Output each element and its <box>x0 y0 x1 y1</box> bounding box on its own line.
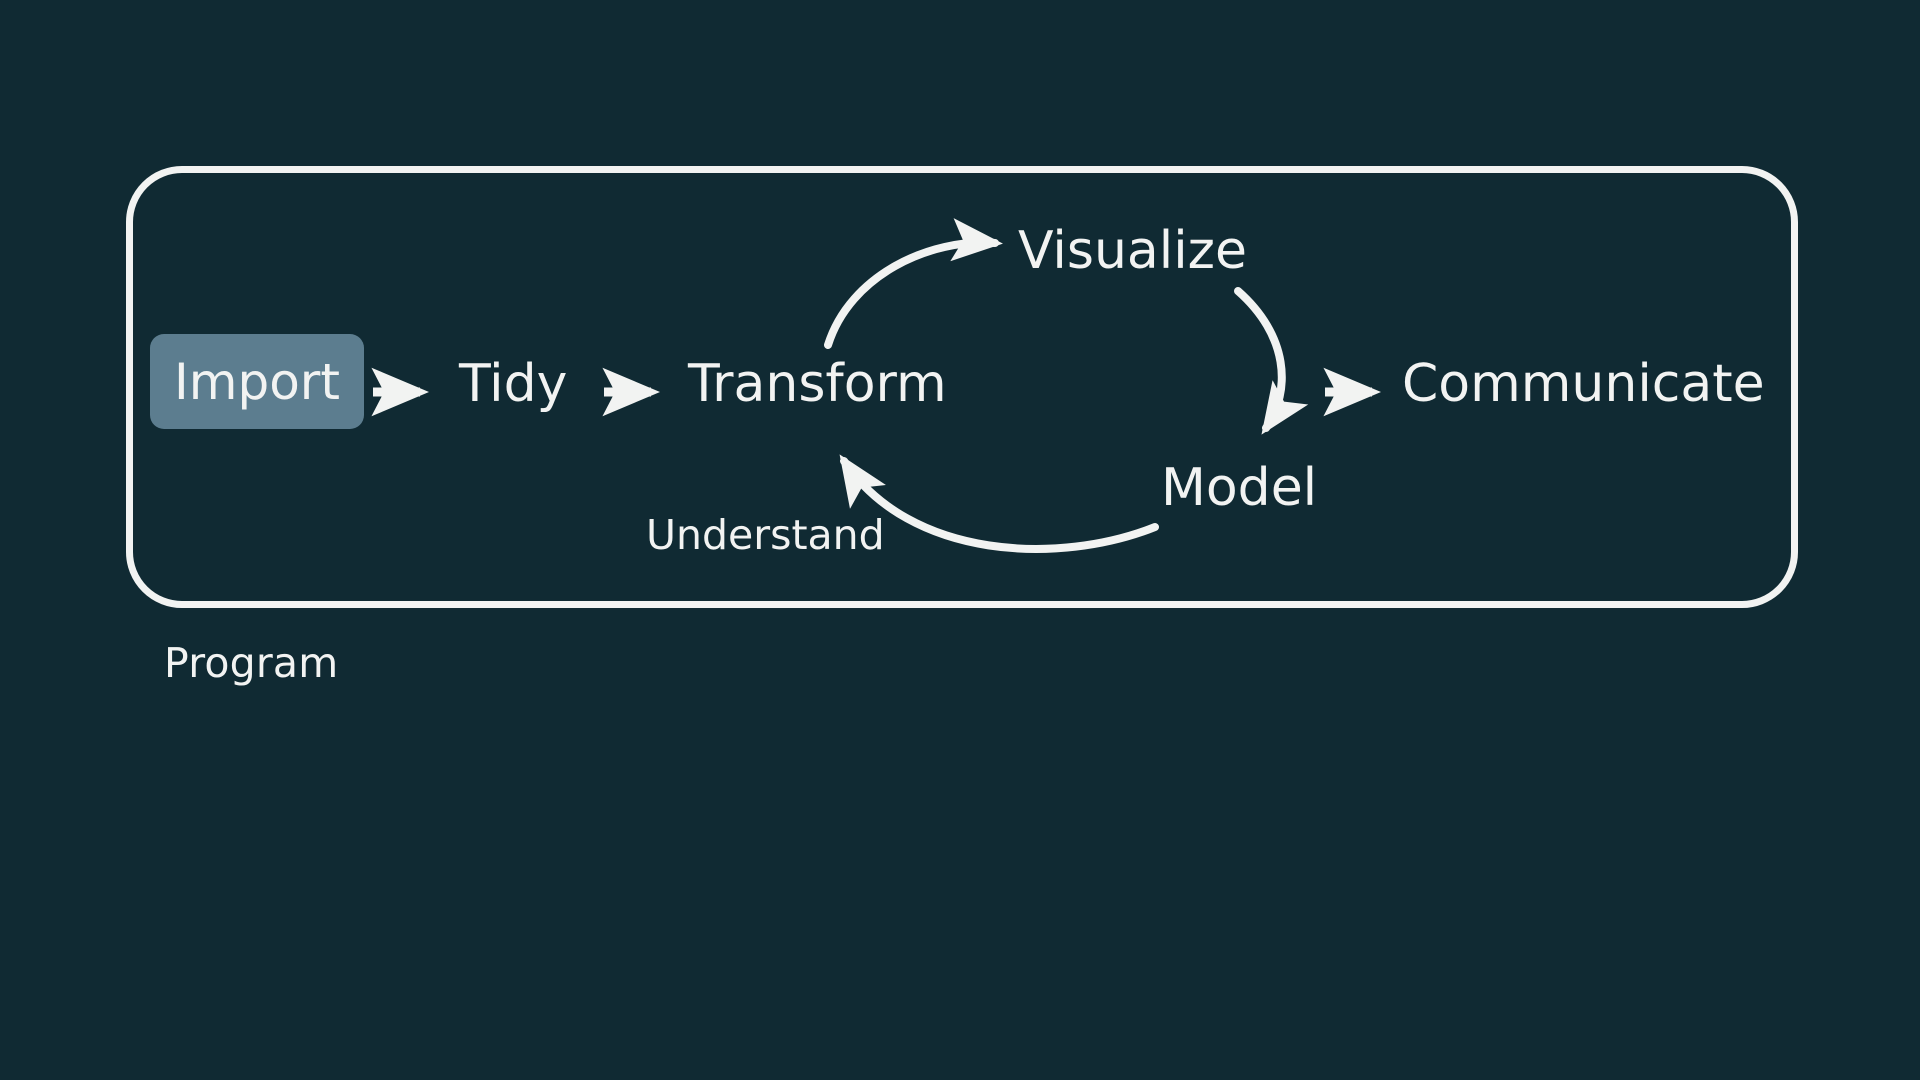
label-program: Program <box>164 639 339 687</box>
stage-tidy[interactable]: Tidy <box>459 354 568 414</box>
stage-import[interactable]: Import <box>150 334 364 429</box>
stage-model[interactable]: Model <box>1161 458 1318 518</box>
label-understand: Understand <box>646 511 885 559</box>
stage-communicate[interactable]: Communicate <box>1402 354 1765 414</box>
stage-visualize[interactable]: Visualize <box>1018 221 1247 281</box>
program-group-frame <box>126 166 1798 608</box>
stage-transform[interactable]: Transform <box>688 354 947 414</box>
